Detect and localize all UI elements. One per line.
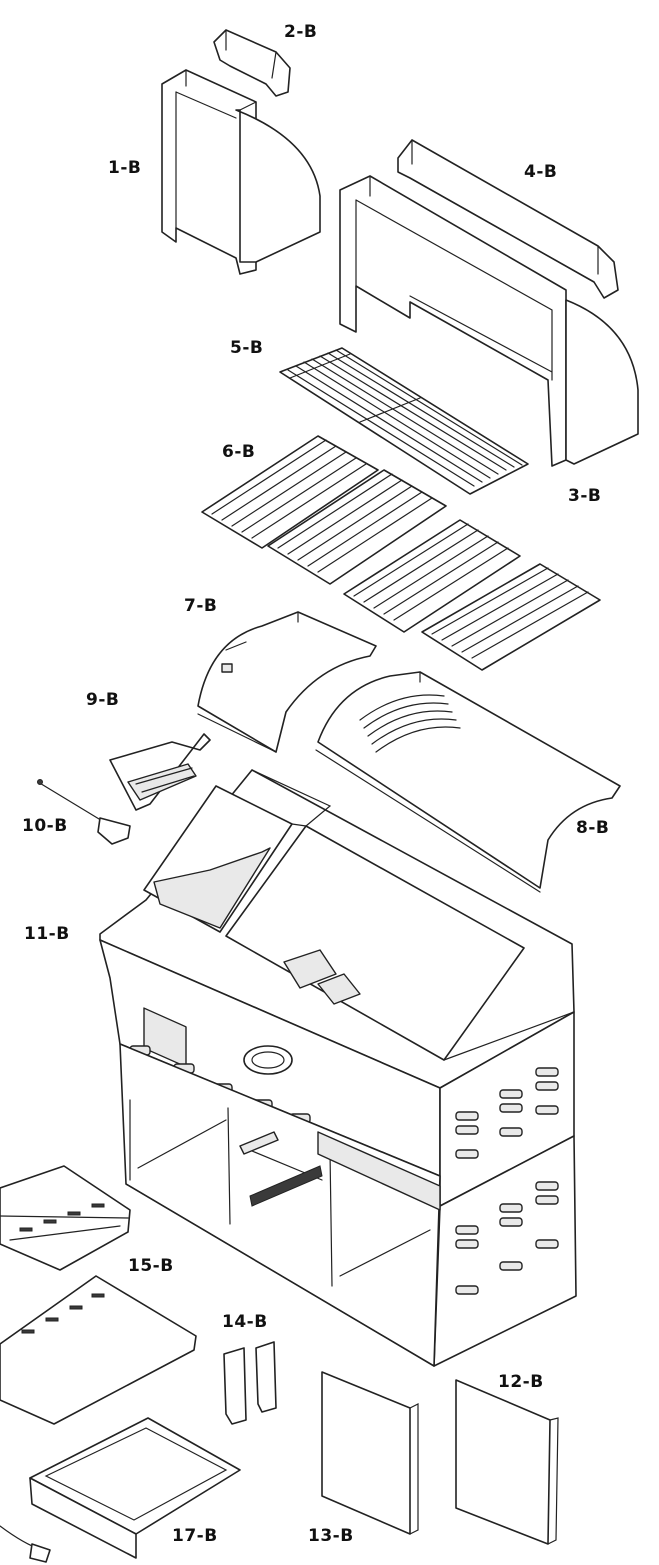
- label-1b: 1-B: [108, 158, 142, 178]
- label-6b: 6-B: [222, 442, 256, 462]
- part-4b-large-handle: [397, 139, 619, 299]
- part-2b-small-handle: [213, 29, 291, 97]
- part-9b-smoker-box: [109, 733, 211, 811]
- part-12b-door: [455, 1379, 559, 1545]
- part-3b-large-hood-frame: [339, 175, 639, 467]
- cooking-grid: [421, 563, 601, 671]
- label-17b: 17-B: [172, 1526, 218, 1546]
- label-8b: 8-B: [576, 818, 610, 838]
- label-4b: 4-B: [524, 162, 558, 182]
- part-1b-small-hood-frame: [161, 69, 321, 275]
- cooking-grid: [343, 519, 521, 633]
- label-11b: 11-B: [24, 924, 70, 944]
- label-2b: 2-B: [284, 22, 318, 42]
- label-14b: 14-B: [222, 1312, 268, 1332]
- part-11b-grill-cart: [99, 769, 577, 1367]
- part-10b-igniter: [37, 779, 131, 845]
- label-10b: 10-B: [22, 816, 68, 836]
- part-7b-small-hood-lid: [197, 611, 377, 753]
- part-13b-door: [321, 1371, 419, 1535]
- label-9b: 9-B: [86, 690, 120, 710]
- label-5b: 5-B: [230, 338, 264, 358]
- part-17b-drawer: [0, 1417, 241, 1563]
- label-15b: 15-B: [128, 1256, 174, 1276]
- part-15b-side-shelf: [0, 1165, 197, 1425]
- cooking-grid: [267, 469, 447, 585]
- label-12b: 12-B: [498, 1372, 544, 1392]
- part-14b-legs: [223, 1341, 277, 1425]
- part-6b-cooking-grids: [201, 435, 601, 671]
- cooking-grid: [201, 435, 379, 549]
- label-3b: 3-B: [568, 486, 602, 506]
- label-13b: 13-B: [308, 1526, 354, 1546]
- part-5b-warming-rack: [279, 347, 529, 495]
- label-7b: 7-B: [184, 596, 218, 616]
- part-8b-large-hood-lid: [315, 671, 621, 893]
